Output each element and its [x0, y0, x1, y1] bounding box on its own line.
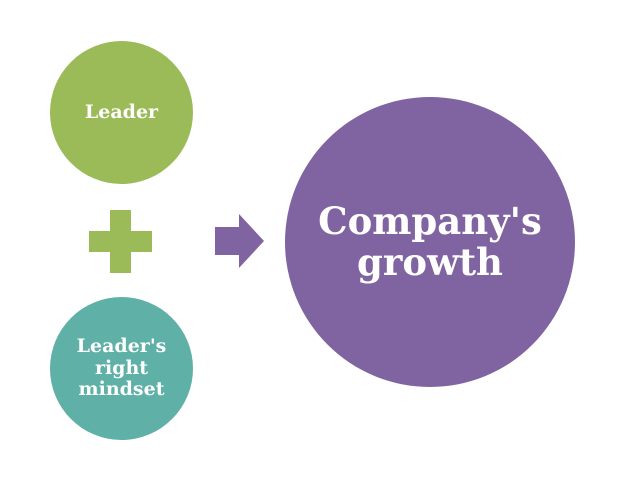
plus-icon: [89, 210, 152, 273]
plus-vertical-bar: [110, 210, 131, 273]
arrow-shape: [215, 214, 264, 268]
company-growth-circle: Company's growth: [285, 97, 575, 387]
leader-circle: Leader: [50, 41, 193, 184]
company-growth-label: Company's growth: [318, 199, 542, 284]
right-arrow-icon: [215, 214, 264, 268]
leader-mindset-label: Leader's right mindset: [76, 334, 167, 401]
leader-label: Leader: [84, 100, 159, 123]
leader-mindset-circle: Leader's right mindset: [50, 297, 193, 440]
